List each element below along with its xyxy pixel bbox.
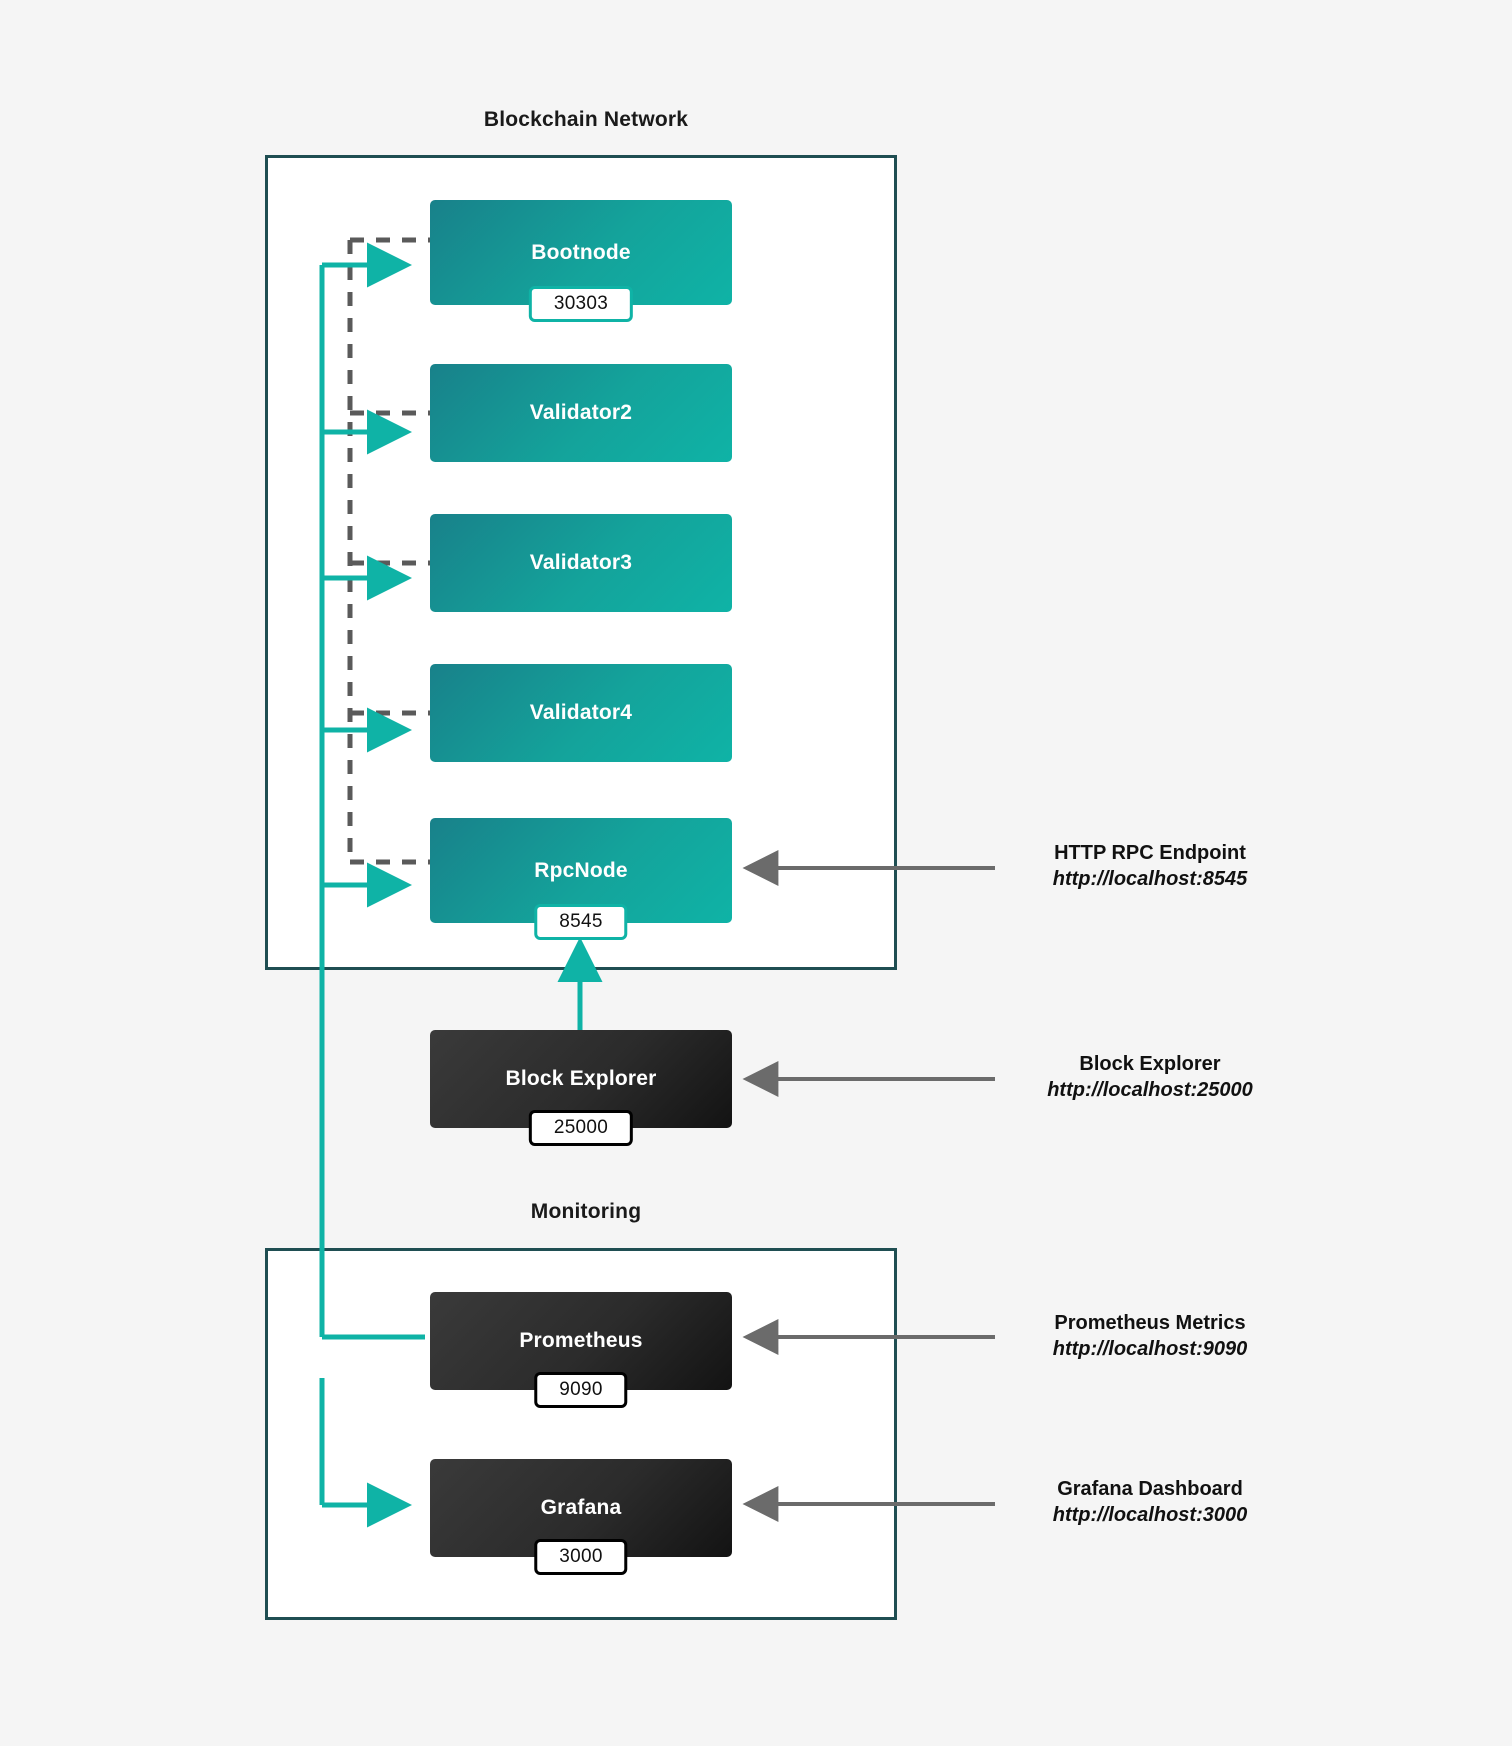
annotation-block-explorer: Block Explorer http://localhost:25000: [1000, 1051, 1300, 1104]
node-bootnode[interactable]: Bootnode 30303: [430, 200, 732, 322]
node-prometheus-label: Prometheus: [519, 1329, 643, 1352]
annotation-http-rpc-endpoint: HTTP RPC Endpoint http://localhost:8545: [1000, 840, 1300, 893]
node-rpcnode[interactable]: RpcNode 8545: [430, 818, 732, 940]
annotation-rpc-title: HTTP RPC Endpoint: [1054, 842, 1246, 864]
node-bootnode-label: Bootnode: [531, 240, 631, 264]
annotation-prometheus-title: Prometheus Metrics: [1054, 1312, 1246, 1334]
node-validator4[interactable]: Validator4: [430, 664, 732, 762]
node-validator2-label: Validator2: [529, 401, 633, 424]
node-grafana-port: 3000: [534, 1539, 628, 1575]
node-grafana-label: Grafana: [540, 1496, 622, 1519]
node-bootnode-port: 30303: [528, 286, 634, 322]
annotation-explorer-url: http://localhost:25000: [1047, 1079, 1253, 1102]
node-rpcnode-label: RpcNode: [534, 858, 628, 882]
node-validator3[interactable]: Validator3: [430, 514, 732, 612]
annotation-prometheus-metrics: Prometheus Metrics http://localhost:9090: [1000, 1310, 1300, 1363]
node-rpcnode-port: 8545: [534, 904, 628, 940]
node-validator3-label: Validator3: [529, 551, 633, 574]
annotation-explorer-title: Block Explorer: [1079, 1053, 1221, 1075]
node-block-explorer-port: 25000: [528, 1110, 634, 1146]
annotation-grafana-url: http://localhost:3000: [1052, 1504, 1248, 1527]
node-block-explorer-label: Block Explorer: [505, 1067, 657, 1090]
node-grafana[interactable]: Grafana 3000: [430, 1459, 732, 1575]
node-validator4-label: Validator4: [529, 701, 633, 724]
cluster-title-monitoring: Monitoring: [530, 1200, 642, 1223]
node-prometheus-port: 9090: [534, 1372, 628, 1408]
node-prometheus[interactable]: Prometheus 9090: [430, 1292, 732, 1408]
annotation-prometheus-url: http://localhost:9090: [1052, 1338, 1248, 1361]
node-block-explorer[interactable]: Block Explorer 25000: [430, 1030, 732, 1146]
cluster-title-blockchain-network: Blockchain Network: [483, 108, 689, 131]
annotation-grafana-title: Grafana Dashboard: [1057, 1478, 1243, 1500]
annotation-grafana-dashboard: Grafana Dashboard http://localhost:3000: [1000, 1476, 1300, 1529]
annotation-rpc-url: http://localhost:8545: [1052, 868, 1248, 891]
node-validator2[interactable]: Validator2: [430, 364, 732, 462]
